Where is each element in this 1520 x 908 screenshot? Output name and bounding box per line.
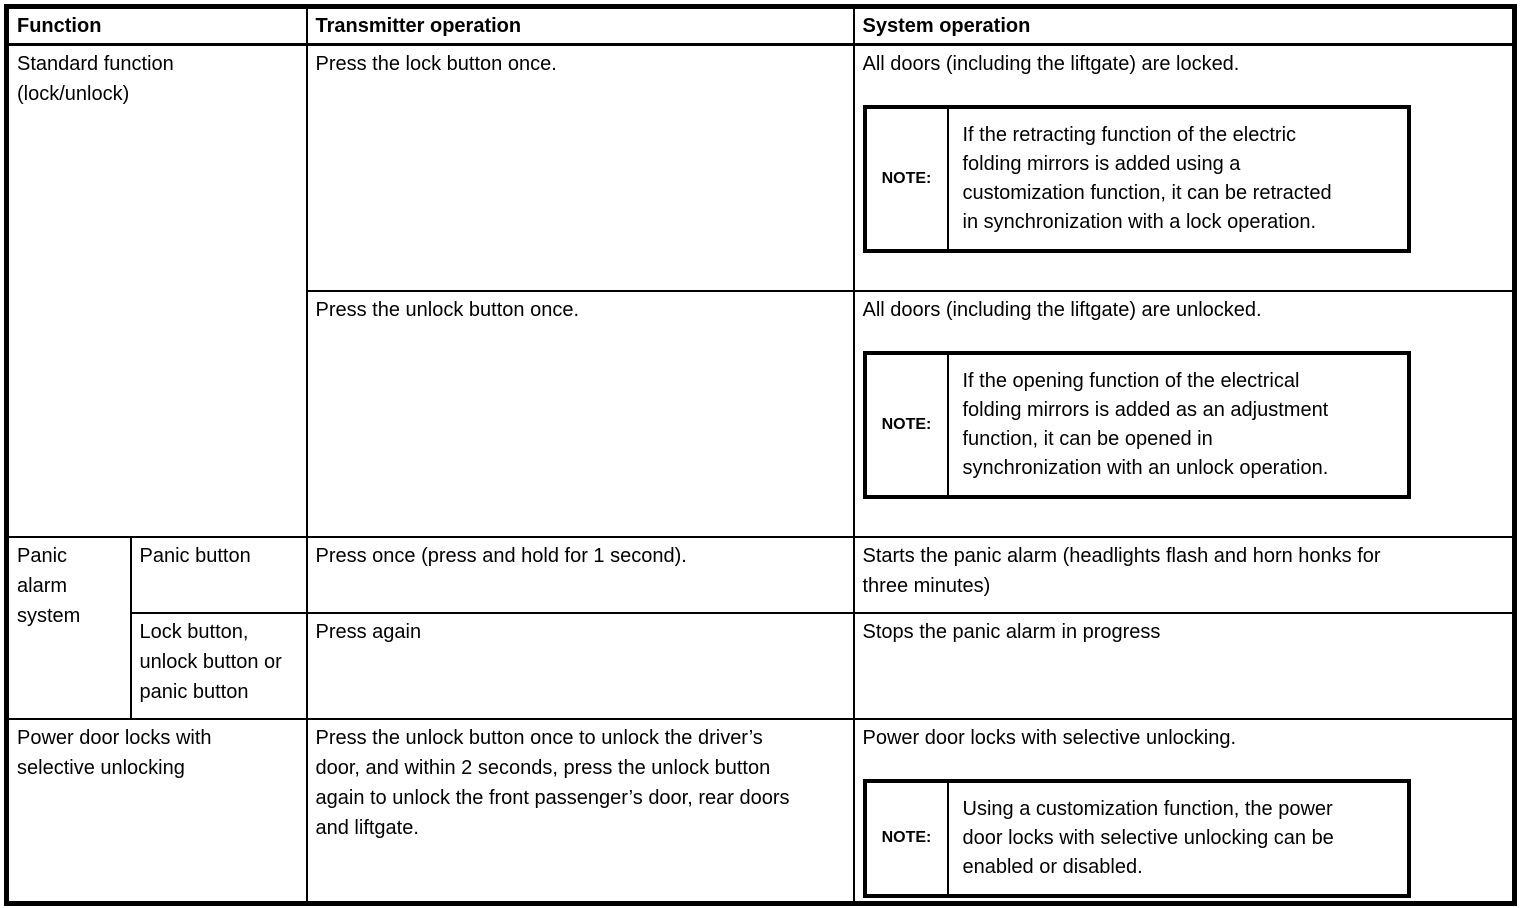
note-box-lock: NOTE: If the retracting function of the … [862, 105, 1411, 253]
lock-transmitter-text: Press the lock button once. [315, 53, 557, 75]
row-panic-stop: Lock button, unlock button or panic butt… [7, 611, 1516, 720]
cell-panic-start-system: Starts the panic alarm (headlights flash… [852, 535, 1516, 614]
selective-system-text: Power door locks with selective unlockin… [862, 726, 1237, 749]
panic-function-label: Panic alarm system [17, 544, 81, 627]
cell-selective-system: Power door locks with selective unlockin… [852, 717, 1516, 904]
panic-start-button-text: Panic button [139, 544, 251, 567]
cell-unlock-system: All doors (including the liftgate) are u… [852, 289, 1516, 538]
panic-stop-button-text: Lock button, unlock button or panic butt… [139, 620, 282, 703]
cell-panic-stop-transmitter: Press again [305, 611, 855, 720]
note-box-selective: NOTE: Using a customization function, th… [862, 778, 1411, 898]
cell-lock-system: All doors (including the liftgate) are l… [852, 43, 1516, 292]
cell-panic-stop-button: Lock button, unlock button or panic butt… [129, 611, 308, 720]
header-function: Function [5, 5, 308, 46]
row-standard-unlock: Press the unlock button once. All doors … [7, 289, 1516, 538]
table-header-row: Function Transmitter operation System op… [5, 5, 1516, 46]
note-label: NOTE: [867, 782, 949, 894]
unlock-transmitter-text: Press the unlock button once. [315, 298, 580, 321]
row-standard-lock: Standard function (lock/unlock) Press th… [5, 43, 1516, 538]
cell-panic-function: Panic alarm system [5, 535, 132, 720]
panic-start-transmitter-text: Press once (press and hold for 1 second)… [315, 544, 687, 567]
cell-panic-start-button: Panic button [129, 535, 308, 614]
note-label: NOTE: [867, 354, 949, 495]
cell-selective-transmitter: Press the unlock button once to unlock t… [305, 717, 855, 904]
note-label: NOTE: [867, 109, 949, 249]
cell-panic-stop-system: Stops the panic alarm in progress [852, 611, 1516, 720]
header-transmitter-operation: Transmitter operation [305, 5, 855, 46]
cell-standard-function: Standard function (lock/unlock) [5, 43, 308, 538]
selective-function-label: Power door locks with selective unlockin… [17, 726, 212, 779]
cell-unlock-transmitter: Press the unlock button once. [305, 289, 855, 538]
cell-selective-function: Power door locks with selective unlockin… [5, 717, 308, 904]
note-text-lock: If the retracting function of the electr… [962, 124, 1332, 233]
standard-function-label: Standard function (lock/unlock) [17, 53, 174, 105]
note-text-selective: Using a customization function, the powe… [962, 797, 1334, 878]
header-system-operation: System operation [852, 5, 1516, 46]
row-selective-unlocking: Power door locks with selective unlockin… [5, 717, 1516, 904]
cell-panic-start-transmitter: Press once (press and hold for 1 second)… [305, 535, 855, 614]
panic-start-system-text: Starts the panic alarm (headlights flash… [862, 544, 1381, 597]
selective-transmitter-text: Press the unlock button once to unlock t… [315, 726, 790, 839]
unlock-system-text: All doors (including the liftgate) are u… [862, 298, 1262, 321]
panic-stop-transmitter-text: Press again [315, 620, 422, 643]
cell-lock-transmitter: Press the lock button once. [305, 43, 855, 292]
panic-stop-system-text: Stops the panic alarm in progress [862, 620, 1161, 643]
row-panic-start: Panic alarm system Panic button Press on… [5, 535, 1516, 720]
lock-system-text: All doors (including the liftgate) are l… [862, 53, 1240, 75]
note-box-unlock: NOTE: If the opening function of the ele… [862, 350, 1411, 499]
keyless-entry-function-table: Function Transmitter operation System op… [4, 4, 1517, 906]
note-text-unlock: If the opening function of the electrica… [962, 369, 1329, 479]
